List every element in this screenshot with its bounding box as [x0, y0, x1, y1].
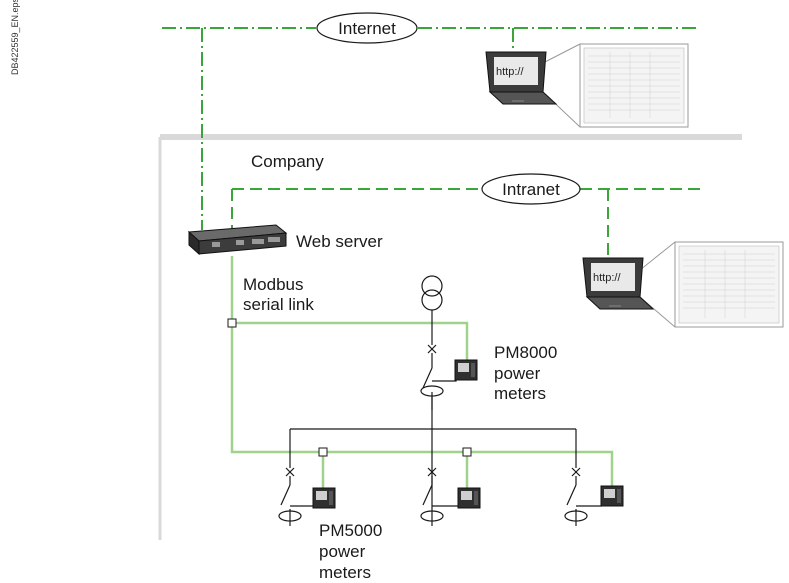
pm5000-label-line3: meters [319, 563, 371, 582]
transformer [421, 275, 443, 345]
feeder-3 [564, 467, 602, 526]
browser-text-2: http:// [593, 272, 621, 284]
internet-line [162, 27, 700, 230]
pm8000-label-line2: power [494, 364, 541, 383]
side-code: DB422559_EN.eps [10, 0, 20, 75]
modbus-junctions [227, 318, 472, 457]
main-feeder [289, 344, 577, 526]
modbus-link [230, 256, 614, 490]
pm5000-meter-icon-3 [600, 485, 624, 507]
web-server [187, 224, 288, 256]
pm5000-label-line1: PM5000 [319, 521, 382, 540]
internet-cloud: Internet [316, 12, 418, 44]
intranet-line [231, 188, 700, 258]
pm8000-label-line1: PM8000 [494, 343, 557, 362]
modbus-label-line1: Modbus [243, 275, 303, 294]
company-label: Company [251, 152, 324, 171]
laptop-intranet: http:// [582, 241, 784, 328]
pm5000-label-line2: power [319, 542, 366, 561]
intranet-cloud: Intranet [481, 173, 581, 205]
laptop-internet: http:// [485, 43, 689, 128]
feeder-2 [420, 467, 458, 522]
pm8000-meter-icon [454, 359, 478, 381]
intranet-label: Intranet [502, 180, 560, 199]
feeder-1 [278, 467, 313, 526]
web-server-label: Web server [296, 232, 383, 251]
company-boundary [158, 134, 742, 540]
internet-label: Internet [338, 19, 396, 38]
pm5000-meter-icon-2 [457, 487, 481, 509]
pm8000-label-line3: meters [494, 384, 546, 403]
browser-text-1: http:// [496, 66, 524, 78]
modbus-label-line2: serial link [243, 295, 314, 314]
pm5000-meter-icon-1 [312, 487, 336, 509]
